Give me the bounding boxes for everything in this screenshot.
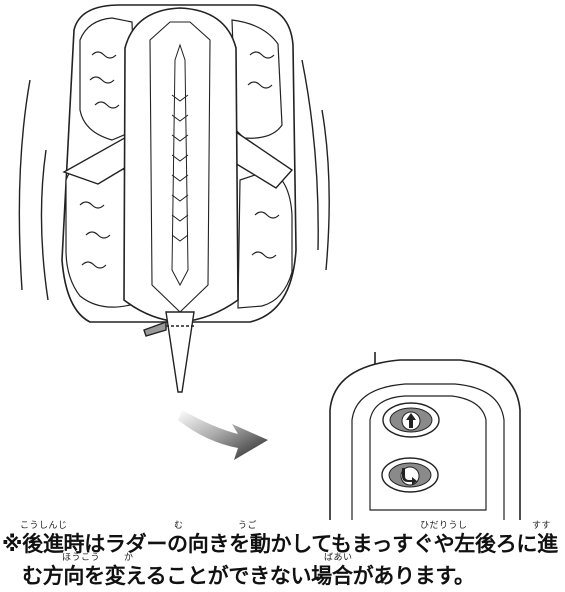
furigana: こうしんじ <box>20 521 68 531</box>
boat-steering-illustration <box>18 4 521 520</box>
boat-cargo <box>65 17 293 309</box>
forward-button <box>382 402 440 438</box>
caution-note: こうしんじ む うご ひだりうし すす ※後進時はラダーの向きを動かしてもまっす… <box>0 512 565 592</box>
arrow-up-icon <box>406 413 416 428</box>
arrow-turn-down-icon <box>402 468 417 485</box>
rudder <box>143 311 195 393</box>
furigana: む <box>174 521 184 531</box>
motion-lines <box>18 59 330 301</box>
furigana: うご <box>238 521 258 531</box>
furigana: ほうこう <box>62 553 101 563</box>
caution-text-line-1: ※後進時はラダーの向きを動かしてもまっすぐや左後ろに進 <box>2 532 558 556</box>
furigana: ばあい <box>324 553 353 563</box>
remote-controller <box>329 352 521 520</box>
turn-direction-arrow <box>178 410 268 460</box>
furigana: か <box>124 553 134 563</box>
reverse-turn-button <box>381 457 439 493</box>
furigana: すす <box>532 521 552 531</box>
furigana: ひだりうし <box>420 521 468 531</box>
caution-text-line-2: む方向を変えることができない場合があります。 <box>22 564 475 588</box>
boat-center-body <box>123 7 239 323</box>
